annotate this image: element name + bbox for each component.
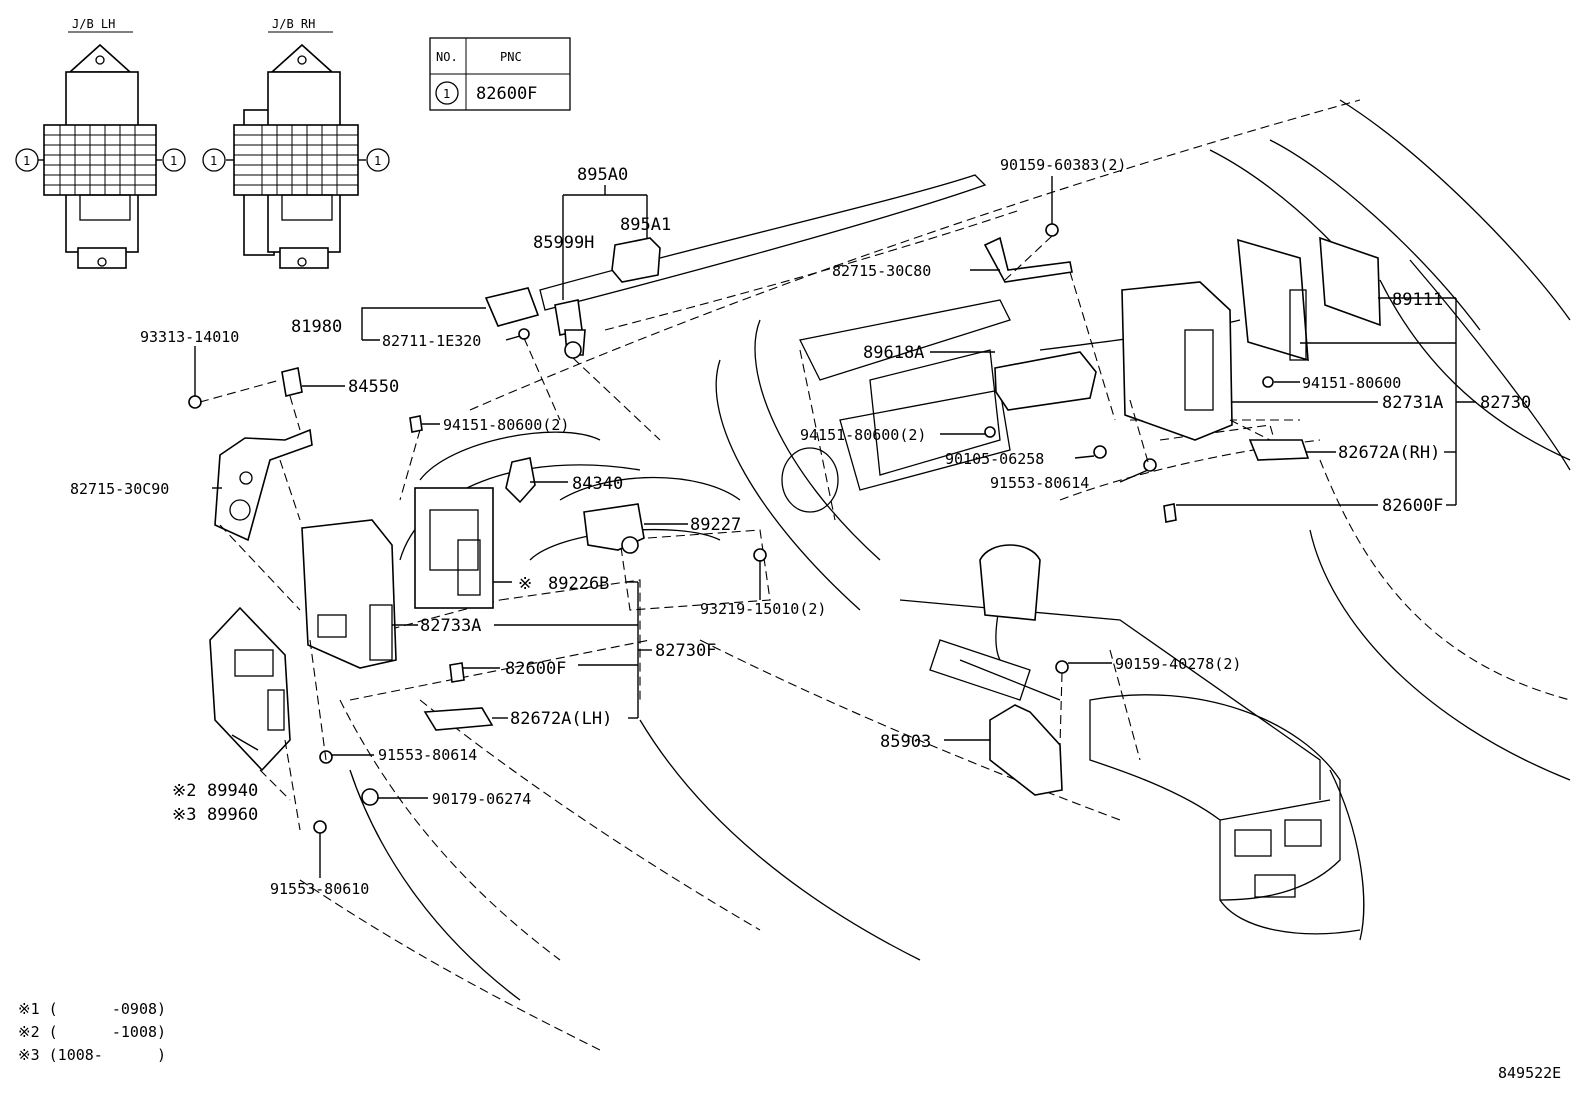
label-91553-80614-rh: 91553-80614 <box>990 474 1089 492</box>
label-82733A: 82733A <box>420 616 481 636</box>
footnotes: ※1 ( -0908) ※2 ( -1008) ※3 (1008- ) 8495… <box>18 1000 1561 1082</box>
jb-lh-label: J/B LH <box>72 17 115 31</box>
label-82730: 82730 <box>1480 393 1531 413</box>
label-82730F: 82730F <box>655 641 716 661</box>
label-82600F-lh: 82600F <box>505 659 566 679</box>
label-81980: 81980 <box>291 317 342 337</box>
label-84550: 84550 <box>348 377 399 397</box>
label-89940: 89940 <box>207 781 258 801</box>
pnc-table: NO. PNC 1 82600F <box>429 37 571 111</box>
label-82715-30C90: 82715-30C90 <box>70 480 169 498</box>
label-82731A: 82731A <box>1382 393 1443 413</box>
pnc-col-pnc: PNC <box>500 50 522 64</box>
label-85999H: 85999H <box>533 233 594 253</box>
label-91553-80614-lh: 91553-80614 <box>378 746 477 764</box>
callout-1-rh-right <box>366 148 390 172</box>
part-labels: 895A0 895A1 85999H 81980 82711-1E320 933… <box>70 156 1531 898</box>
label-89226B: 89226B <box>548 574 609 594</box>
callout-1-lh-right-text: 1 <box>170 154 177 168</box>
pnc-row-pnc: 82600F <box>476 84 537 104</box>
label-90179-06274: 90179-06274 <box>432 790 531 808</box>
label-89960-mark: ※3 <box>172 805 196 825</box>
label-90159-40278-2: 90159-40278(2) <box>1115 655 1241 673</box>
label-89618A: 89618A <box>863 343 924 363</box>
left-parts <box>188 237 767 834</box>
label-85903: 85903 <box>880 732 931 752</box>
label-94151-80600: 94151-80600 <box>1302 374 1401 392</box>
callout-1-lh-right <box>162 148 186 172</box>
label-93219-15010-2: 93219-15010(2) <box>700 600 826 618</box>
jb-rh-label: J/B RH <box>272 17 315 31</box>
pnc-col-no: NO. <box>436 50 458 64</box>
label-91553-80610: 91553-80610 <box>270 880 369 898</box>
right-parts <box>983 223 1381 796</box>
junction-block-lh: J/B LH 1 1 <box>15 17 186 269</box>
label-94151-80600-2-left: 94151-80600(2) <box>443 416 569 434</box>
label-82672A-lh: 82672A(LH) <box>510 709 612 729</box>
label-82600F-rh: 82600F <box>1382 496 1443 516</box>
label-89226B-mark: ※ <box>518 574 532 594</box>
label-93313-14010: 93313-14010 <box>140 328 239 346</box>
label-89940-mark: ※2 <box>172 781 196 801</box>
leader-lines <box>194 176 1476 878</box>
label-89111: 89111 <box>1392 290 1443 310</box>
footnote-2: ※2 ( -1008) <box>18 1023 166 1041</box>
label-895A0: 895A0 <box>577 165 628 185</box>
callout-1-lh-left-text: 1 <box>23 154 30 168</box>
label-895A1: 895A1 <box>620 215 671 235</box>
footnote-1: ※1 ( -0908) <box>18 1000 166 1018</box>
label-82711-1E320: 82711-1E320 <box>382 332 481 350</box>
callout-1-rh-left <box>202 148 226 172</box>
pnc-row-no: 1 <box>443 87 450 101</box>
junction-block-rh: J/B RH 1 1 <box>202 17 390 269</box>
label-82715-30C80: 82715-30C80 <box>832 262 931 280</box>
label-90159-60383-2: 90159-60383(2) <box>1000 156 1126 174</box>
label-89960: 89960 <box>207 805 258 825</box>
footnote-3: ※3 (1008- ) <box>18 1046 166 1064</box>
label-89227: 89227 <box>690 515 741 535</box>
callout-1-lh-left <box>15 148 39 172</box>
label-94151-80600-2-center: 94151-80600(2) <box>800 426 926 444</box>
assembly-lines <box>199 235 1271 831</box>
callout-1-rh-right-text: 1 <box>374 154 381 168</box>
label-82672A-rh: 82672A(RH) <box>1338 443 1440 463</box>
label-84340: 84340 <box>572 474 623 494</box>
callout-1-rh-left-text: 1 <box>210 154 217 168</box>
label-90105-06258: 90105-06258 <box>945 450 1044 468</box>
figure-id: 849522E <box>1498 1064 1561 1082</box>
